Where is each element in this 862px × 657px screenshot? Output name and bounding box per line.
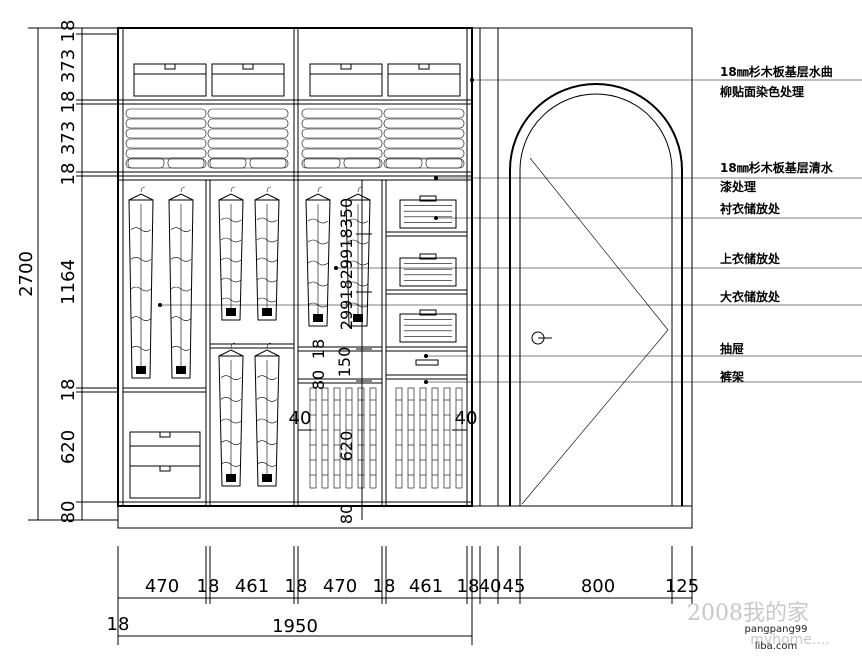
note-frame-line2: 漆处理 [720, 179, 756, 194]
hanging-garment [254, 342, 280, 487]
dim-h-9: 40 [479, 576, 502, 597]
dim-inner-side-left: 40 [289, 408, 312, 429]
dim-inner-side-right: 40 [455, 408, 478, 429]
note-jacket-storage: 上衣储放处 [720, 251, 781, 266]
dim-v-9: 80 [58, 501, 79, 524]
dim-total-width: 1950 [272, 616, 318, 637]
dim-overall-height: 2700 [16, 251, 37, 297]
note-shirt-storage: 衬衣储放处 [720, 201, 781, 216]
hanging-garment [254, 186, 280, 321]
inner-dimension-lines [298, 180, 467, 520]
top-storage-boxes [133, 63, 461, 97]
dim-left-offset: 18 [107, 614, 130, 635]
dim-h-4: 18 [285, 576, 308, 597]
pants-rack [395, 387, 463, 489]
door-handle-icon [531, 331, 552, 345]
watermark-sub: myhome.... [750, 632, 829, 648]
dim-v-1: 18 [58, 20, 79, 43]
hanging-garment [218, 186, 244, 321]
dim-h-2: 18 [197, 576, 220, 597]
folded-stack [301, 108, 383, 169]
dim-v-2: 373 [58, 49, 79, 83]
storage-box [211, 63, 285, 97]
dim-v-7: 18 [58, 379, 79, 402]
note-coat-storage: 大衣储放处 [720, 289, 781, 304]
note-top-panel-line2: 柳贴面染色处理 [720, 84, 804, 99]
dim-h-5: 470 [323, 576, 357, 597]
dim-inner-80-bottom: 80 [337, 504, 356, 524]
dim-h-11: 800 [581, 576, 615, 597]
shirt-basket [399, 195, 457, 229]
annotation-leaders [158, 78, 862, 384]
dim-h-6: 18 [373, 576, 396, 597]
arched-door [509, 83, 683, 506]
watermark-logo: 2008我的家 [687, 601, 809, 626]
dim-inner-150: 150 [335, 347, 354, 378]
folded-stack [125, 108, 207, 169]
hanging-garments [128, 186, 371, 487]
lower-storage-box [129, 431, 201, 499]
dim-v-5: 18 [58, 163, 79, 186]
note-pants-rack: 裤架 [720, 369, 744, 384]
dim-inner-620: 620 [337, 431, 356, 462]
dim-v-3: 18 [58, 91, 79, 114]
watermark-site: liba.com [755, 641, 798, 652]
bottom-dimension-lines [117, 546, 693, 645]
dim-inner-stack: 2991829918350 [337, 198, 356, 330]
folded-clothes-stacks [125, 108, 465, 169]
pants-racks [309, 387, 463, 489]
dim-h-10: 45 [503, 576, 526, 597]
shirt-baskets [399, 195, 457, 343]
pants-rack [309, 387, 377, 489]
hanging-garment [128, 186, 154, 379]
dim-v-6: 1164 [58, 259, 79, 305]
dim-h-7: 461 [409, 576, 443, 597]
storage-box [133, 63, 207, 97]
note-drawer: 抽屉 [720, 341, 744, 356]
shirt-basket [399, 309, 457, 343]
shirt-basket [399, 253, 457, 287]
left-dimension-lines [28, 27, 118, 521]
cabinet-frame [117, 27, 693, 529]
watermark-user: pangpang99 [744, 624, 807, 635]
dim-h-12: 125 [665, 576, 699, 597]
dim-h-8: 18 [457, 576, 480, 597]
note-top-panel-line1: 18㎜杉木板基层水曲 [720, 64, 833, 79]
storage-box [309, 63, 383, 97]
folded-stack [207, 108, 289, 169]
folded-stack [383, 108, 465, 169]
dim-inner-18: 18 [309, 339, 328, 359]
hanging-garment [218, 342, 244, 487]
dim-inner-80: 80 [309, 370, 328, 390]
dim-v-4: 373 [58, 121, 79, 155]
hanging-garment [168, 186, 194, 379]
dim-h-1: 470 [145, 576, 179, 597]
note-frame-line1: 18㎜杉木板基层清水 [720, 160, 834, 175]
dim-h-3: 461 [235, 576, 269, 597]
dim-v-8: 620 [58, 430, 79, 464]
storage-box [387, 63, 461, 97]
